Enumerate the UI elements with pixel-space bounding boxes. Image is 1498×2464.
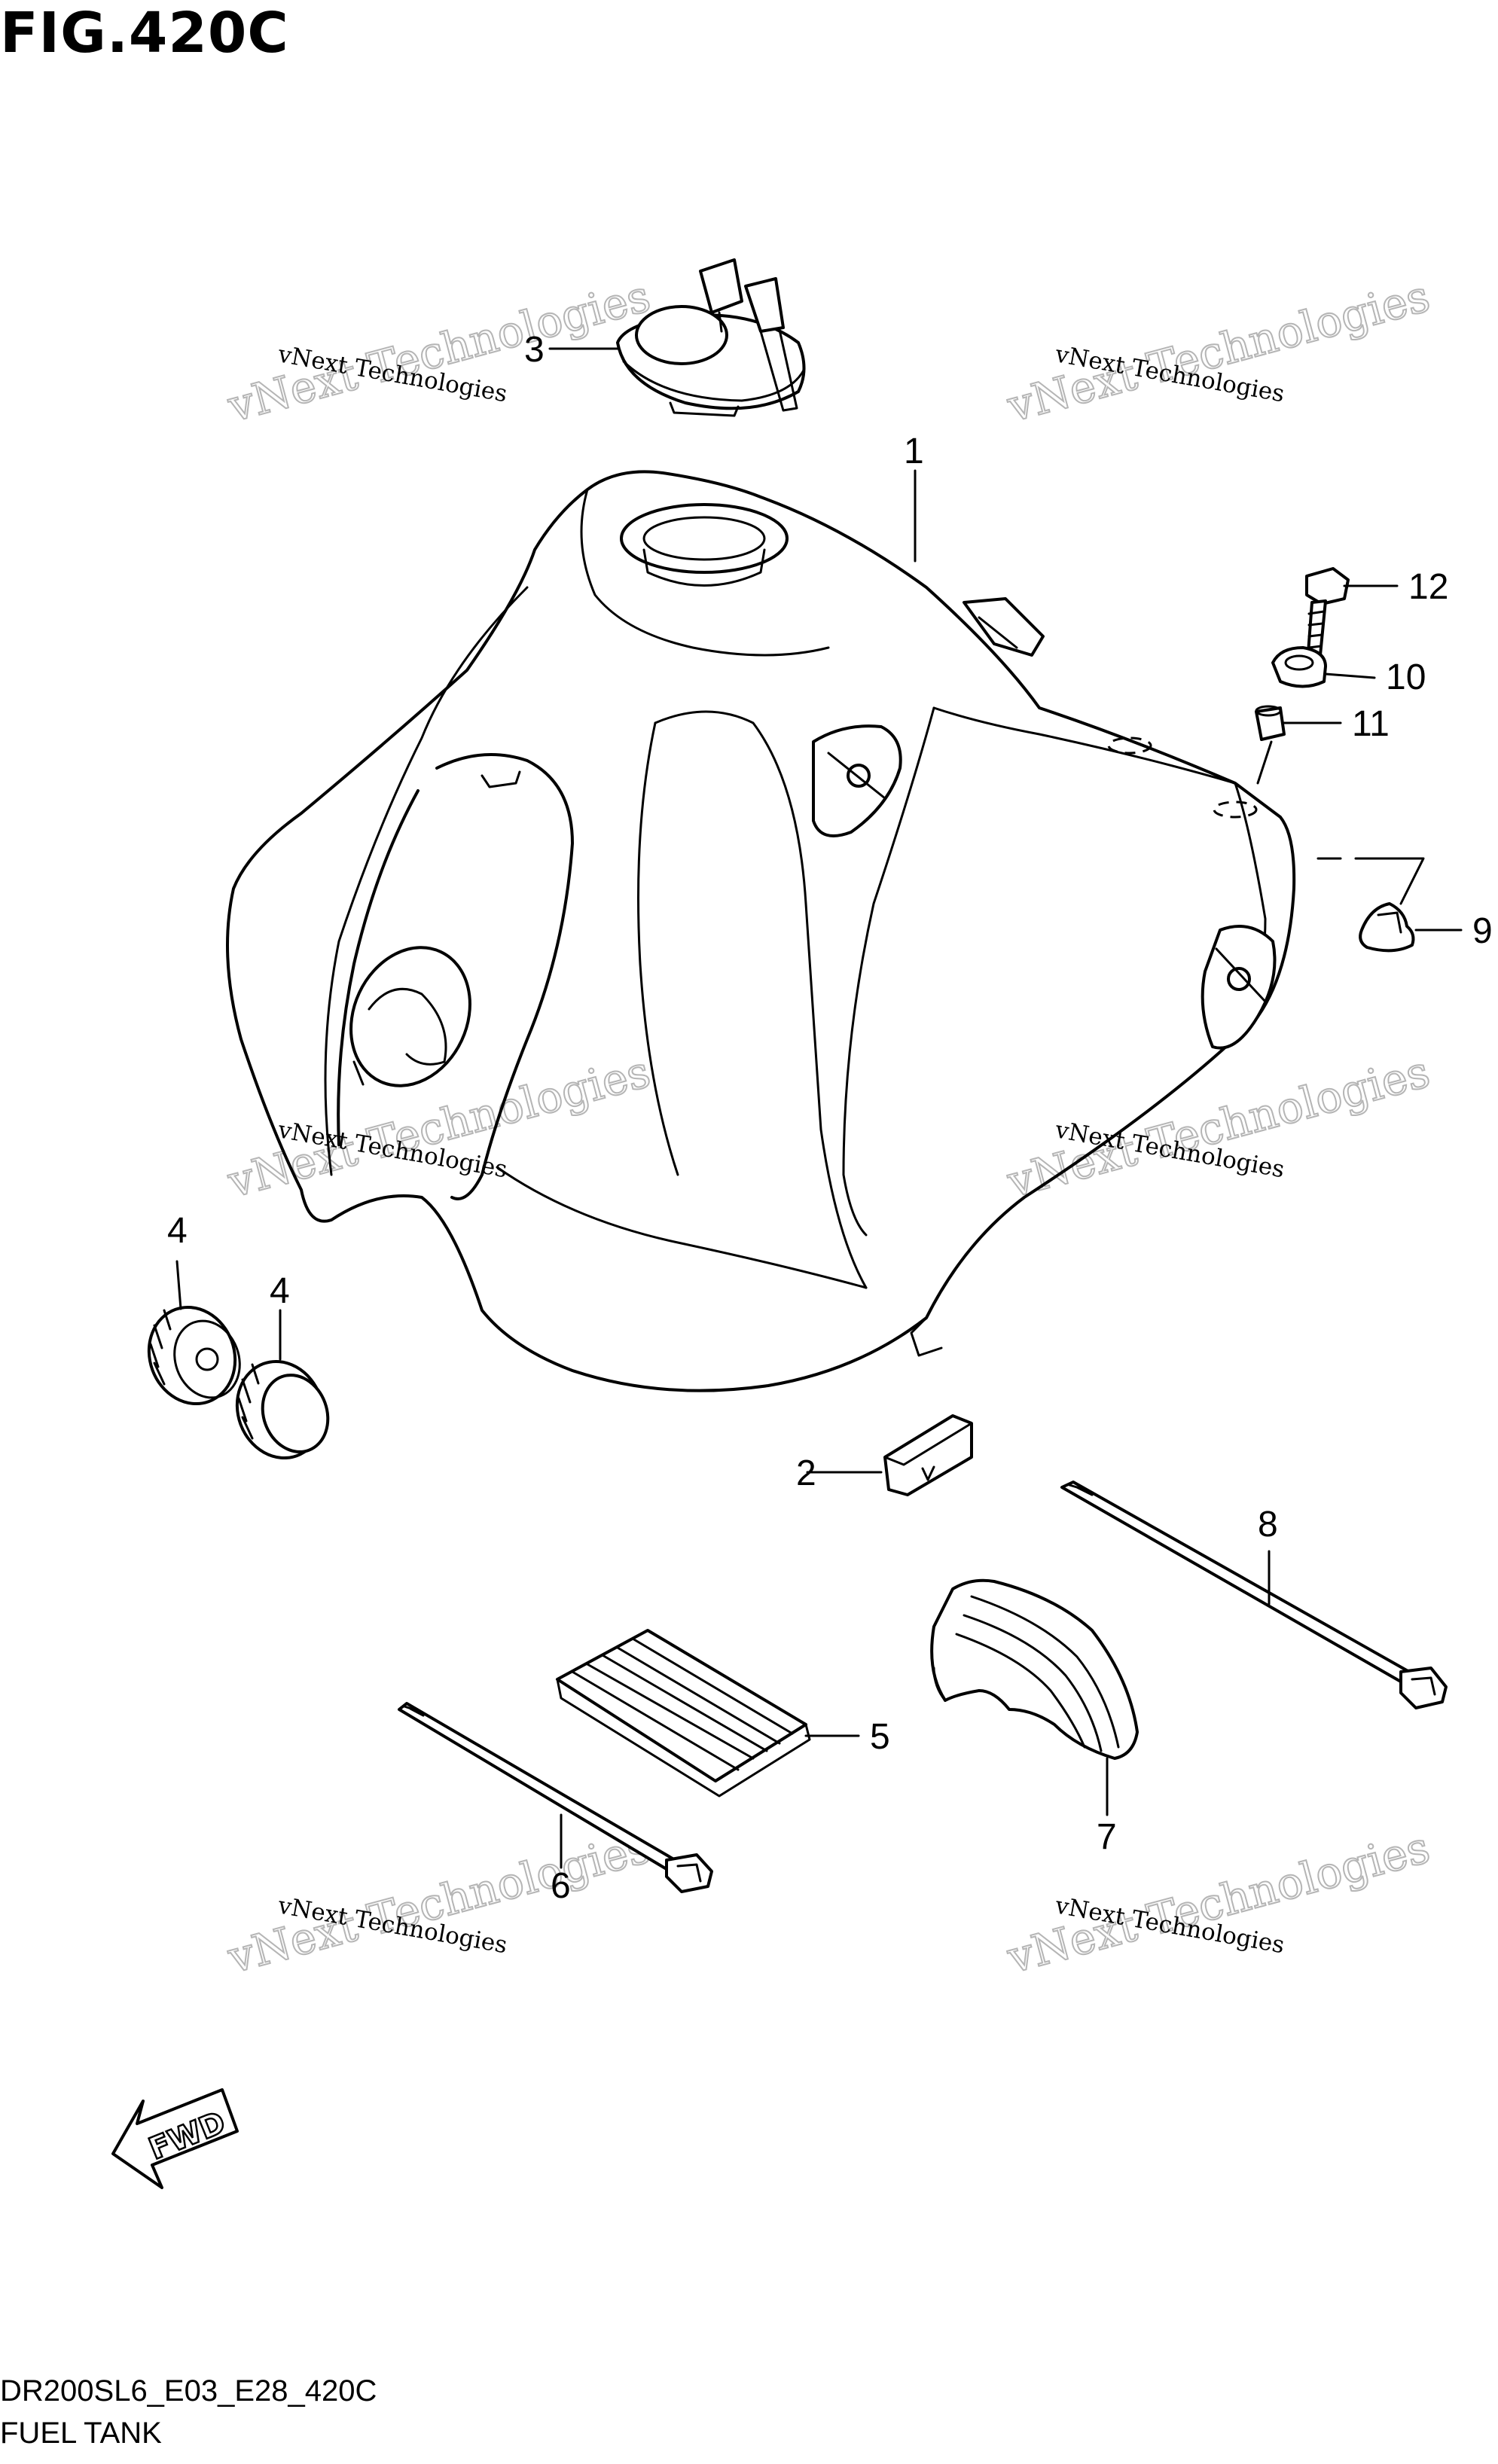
diagram-code: DR200SL6_E03_E28_420C — [0, 2374, 377, 2408]
callout-4-left: 4 — [167, 1211, 188, 1251]
fuel-cap-part — [616, 258, 806, 417]
watermark-top-right: vNext Technologies vNext Technologies — [1001, 270, 1435, 433]
cushion-part — [1359, 902, 1415, 953]
callout-6: 6 — [551, 1866, 571, 1906]
fuel-tank-part — [226, 470, 1296, 1392]
long-band-part — [1060, 1481, 1448, 1709]
callout-12: 12 — [1408, 567, 1448, 607]
callout-5: 5 — [870, 1717, 890, 1757]
callout-1: 1 — [904, 432, 924, 471]
watermark-mid-right: vNext Technologies vNext Technologies — [1001, 1045, 1435, 1209]
callout-9: 9 — [1472, 911, 1493, 951]
watermark-top-left: vNext Technologies vNext Technologies — [221, 270, 656, 433]
bolt-part — [1305, 567, 1350, 664]
collar-part — [1255, 705, 1286, 741]
callout-numbers: 1 2 3 4 4 5 6 7 8 9 10 11 12 — [167, 330, 1493, 1906]
cap-part-right — [235, 1359, 330, 1460]
callout-7: 7 — [1097, 1817, 1117, 1857]
callout-2: 2 — [796, 1453, 816, 1493]
callout-10: 10 — [1386, 657, 1426, 697]
callout-3: 3 — [524, 330, 545, 370]
callout-4-right: 4 — [270, 1271, 290, 1311]
nut-part — [1271, 646, 1327, 688]
leader-lines — [175, 347, 1463, 1869]
short-band-part — [398, 1702, 713, 1893]
diagram-name: FUEL TANK — [0, 2417, 162, 2450]
clip-part — [883, 1414, 973, 1496]
callout-8: 8 — [1258, 1505, 1278, 1545]
fwd-arrow: FWD — [111, 2088, 239, 2189]
rubber-cushion-part — [930, 1578, 1139, 1760]
watermark-bottom-left: vNext Technologies vNext Technologies — [221, 1821, 656, 1984]
watermark-bottom-right: vNext Technologies vNext Technologies — [1001, 1821, 1435, 1984]
callout-11: 11 — [1352, 704, 1390, 744]
figure-title: FIG.420C — [0, 1, 289, 66]
cap-part-left — [147, 1305, 241, 1406]
pad-part — [556, 1629, 811, 1798]
